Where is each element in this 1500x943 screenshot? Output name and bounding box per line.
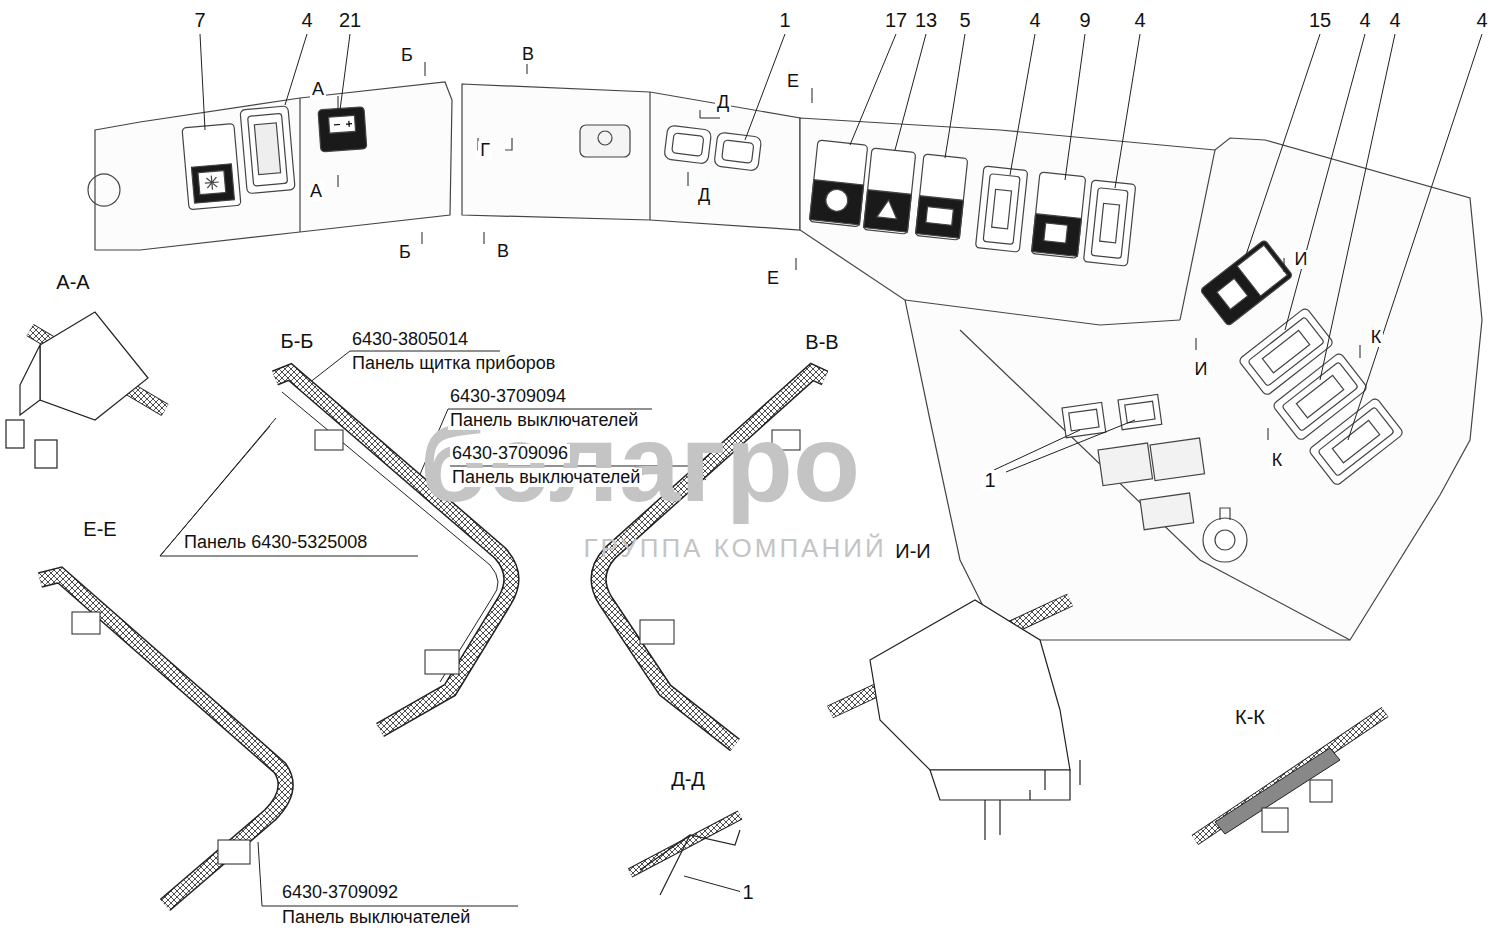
section-mark: Е-Е (81, 519, 118, 540)
section-mark: Е (765, 269, 781, 288)
callout-number: 7 (192, 10, 207, 31)
watermark: ГРУППА КОМПАНИЙ (581, 535, 888, 562)
part-label: Панель выключателей (450, 468, 642, 487)
part-label: Панель выключателей (448, 411, 640, 430)
part-label: 6430-3709094 (448, 387, 568, 406)
part-label: Панель щитка приборов (350, 354, 557, 373)
section-mark: В (520, 45, 536, 64)
part-label: 6430-3709096 (450, 444, 570, 463)
part-label: Панель 6430-5325008 (182, 533, 369, 552)
callout-number: 4 (1027, 10, 1042, 31)
section-mark: К (1270, 451, 1285, 470)
callout-number: 4 (299, 10, 314, 31)
part-label: 6430-3805014 (350, 330, 470, 349)
callout-number: 13 (913, 10, 939, 31)
section-mark: К-К (1233, 707, 1267, 728)
section-mark: И-И (893, 541, 932, 562)
section-mark: Б (397, 243, 413, 262)
section-mark: В (495, 242, 511, 261)
section-mark: Б (399, 46, 415, 65)
callout-number: 17 (883, 10, 909, 31)
section-mark: А (308, 182, 324, 201)
part-label: Панель выключателей (280, 908, 472, 927)
section-mark: И (1193, 360, 1210, 379)
section-mark: К (1369, 328, 1384, 347)
part-label: 6430-3709092 (280, 883, 400, 902)
section-mark: Е (785, 72, 801, 91)
callout-number: 5 (957, 10, 972, 31)
section-mark: В-В (803, 332, 840, 353)
callout-number: 1 (777, 10, 792, 31)
callout-number: 4 (1357, 10, 1372, 31)
callout-number: 4 (1132, 10, 1147, 31)
callout-number: 4 (1387, 10, 1402, 31)
section-mark: И (1293, 250, 1310, 269)
callout-number: 1 (982, 470, 997, 491)
section-mark: Д-Д (669, 769, 707, 790)
section-mark: А-А (54, 272, 91, 293)
callout-number: 1 (740, 882, 755, 903)
section-mark: Д (715, 93, 731, 112)
callout-number: 9 (1077, 10, 1092, 31)
callout-number: 15 (1307, 10, 1333, 31)
section-mark: Д (696, 186, 712, 205)
section-mark: Г (478, 141, 492, 160)
section-mark: Б-Б (279, 331, 316, 352)
callout-number: 21 (337, 10, 363, 31)
section-mark: А (310, 80, 326, 99)
callout-number: 4 (1474, 10, 1489, 31)
